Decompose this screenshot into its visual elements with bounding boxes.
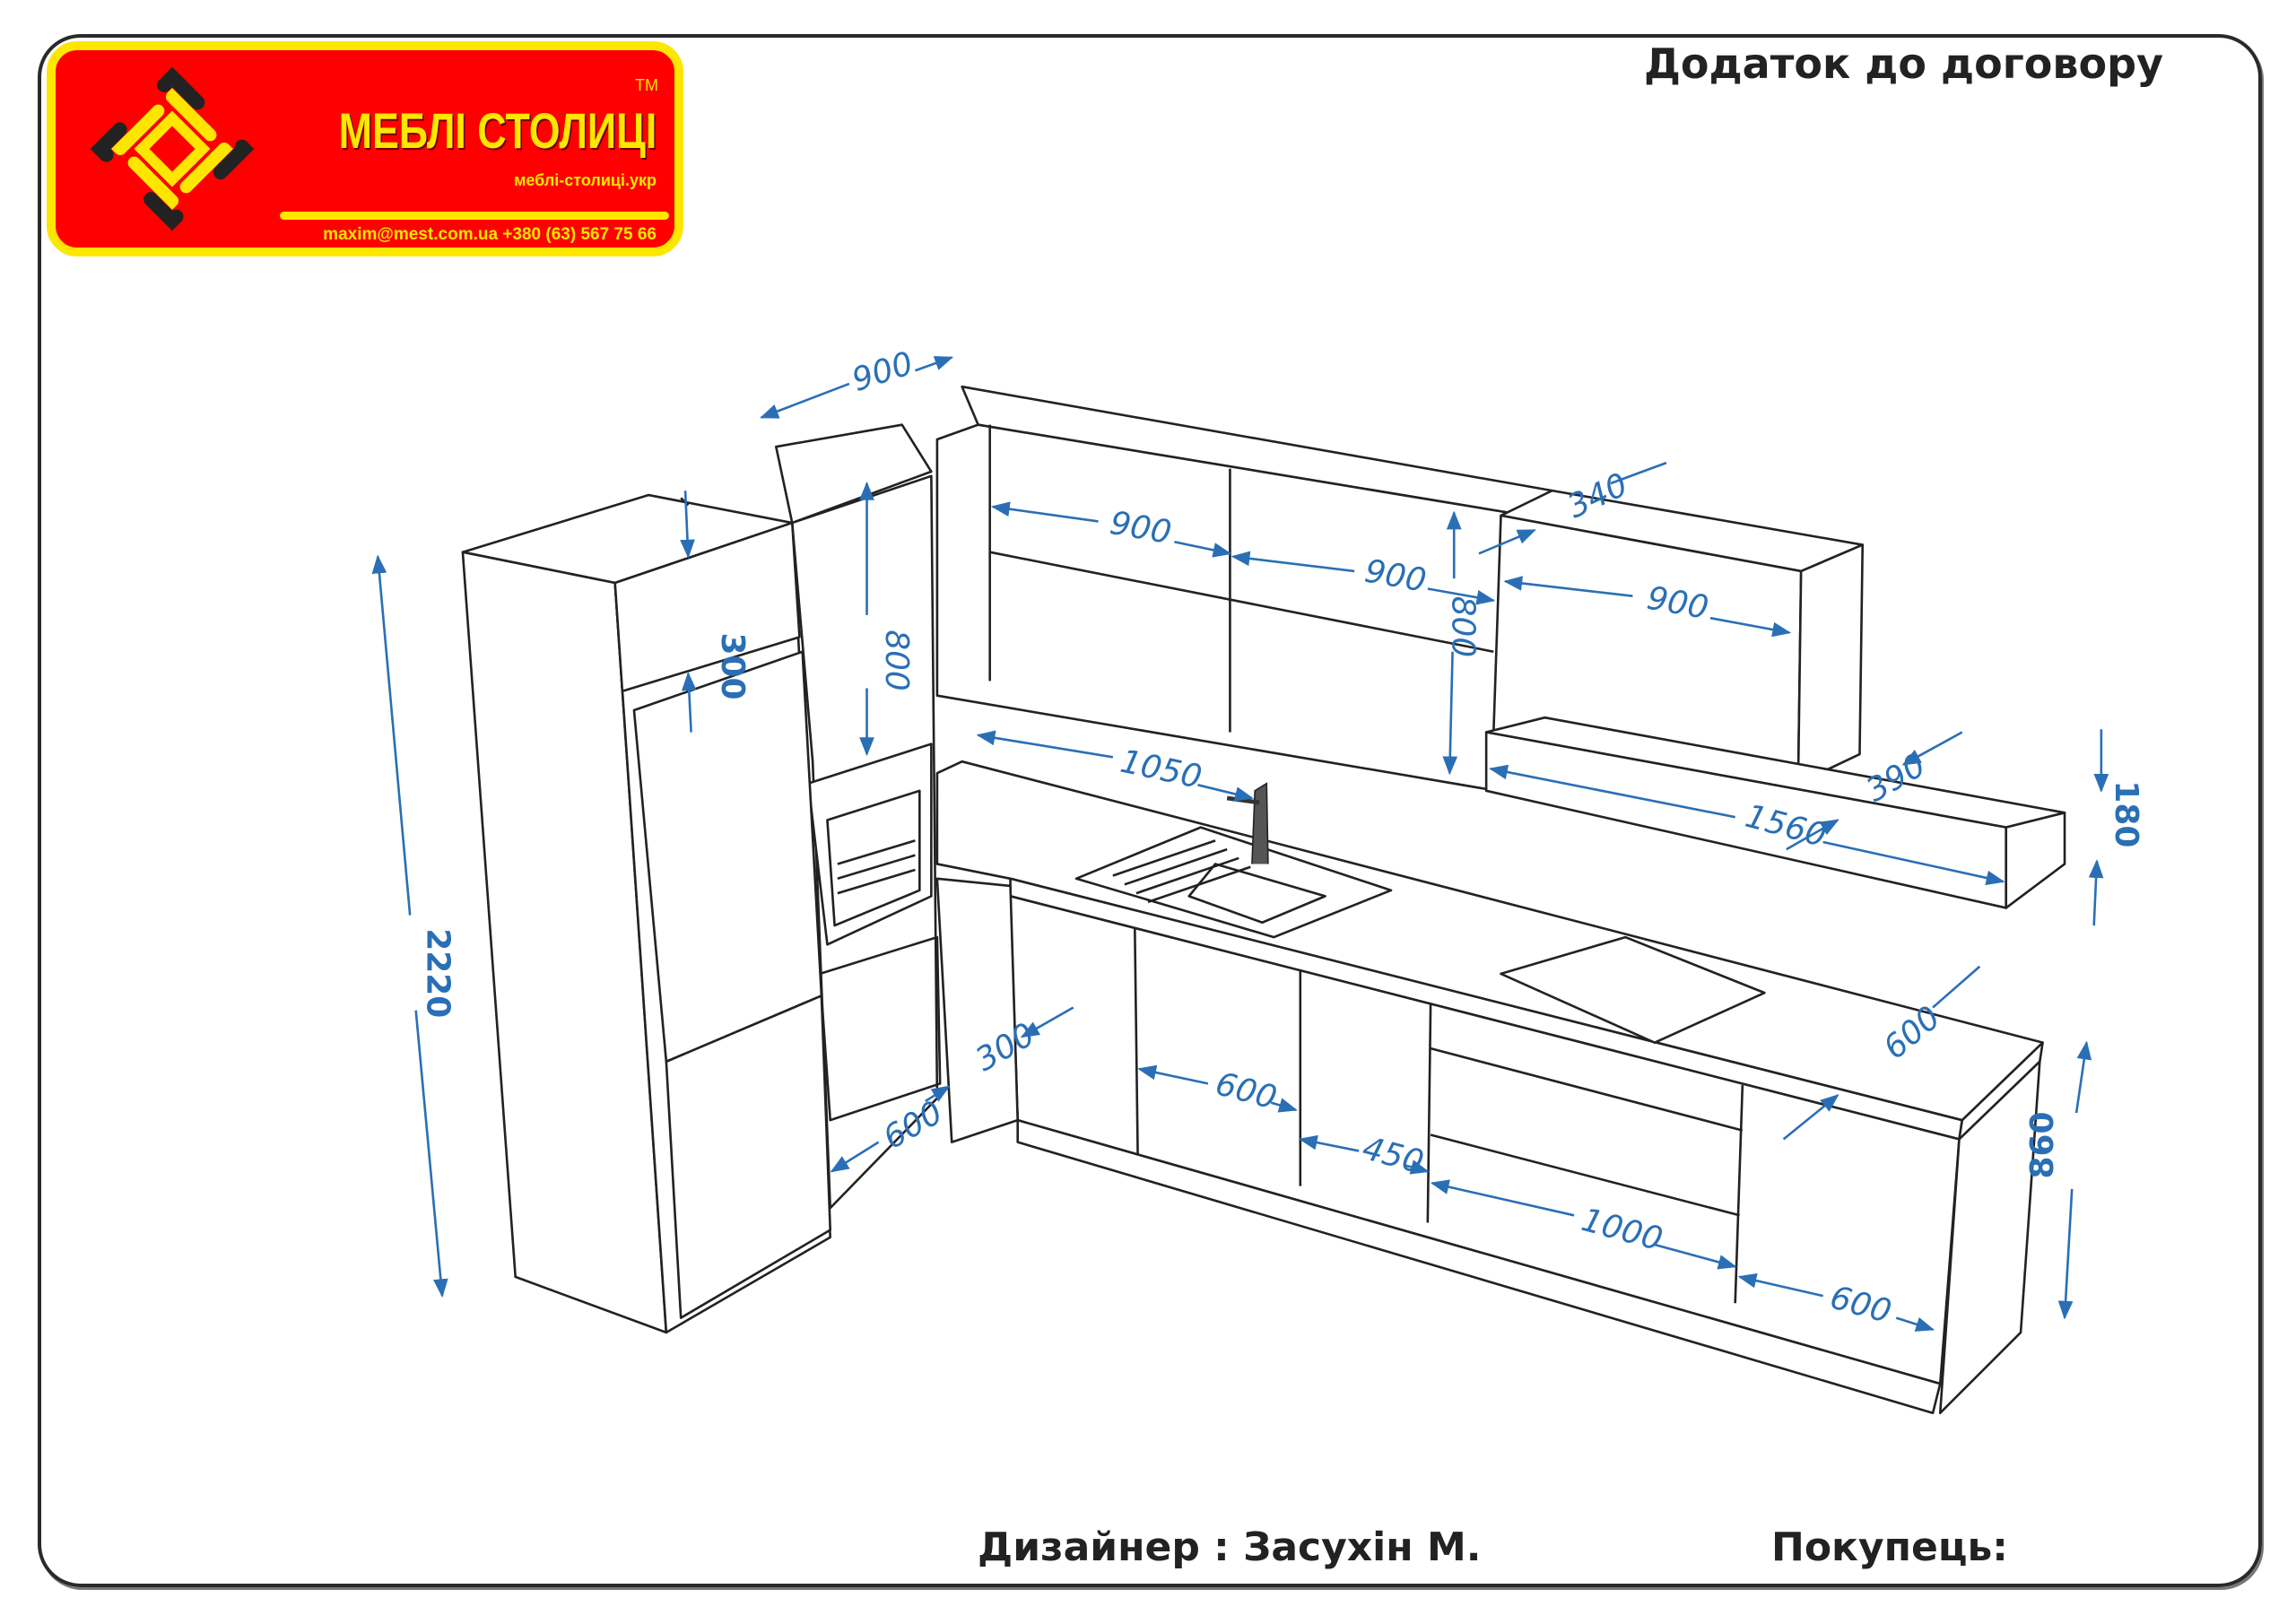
sink: [1074, 782, 1393, 939]
dim-tall-height: 2220: [420, 928, 457, 1018]
wall-shelf: [1484, 716, 2066, 909]
upper-cabinets: [935, 385, 1865, 793]
cabinet-above-fridge: [613, 521, 801, 693]
page-title: Додаток до договору: [1643, 39, 2163, 88]
dim-shelf-height: 180: [2108, 780, 2144, 847]
dim-tall-depth: 900: [848, 345, 918, 399]
dim-upper-height: 800: [1445, 596, 1482, 658]
oven: [806, 743, 933, 946]
fridge-upper-door: [632, 650, 823, 1064]
dim-above-fridge: 300: [714, 633, 751, 700]
dim-base-height: 860: [2024, 1112, 2061, 1179]
website: меблі-столиці.укр: [514, 171, 657, 189]
faucet-icon: [1251, 782, 1269, 864]
dim-oven-upper: 800: [878, 630, 915, 691]
tall-fridge-column: [461, 493, 832, 1334]
cooktop: [1500, 935, 1766, 1044]
diamond-logo-icon: [90, 66, 255, 231]
contact-info: maxim@mest.com.ua +380 (63) 567 75 66: [323, 225, 657, 244]
logo-divider: [280, 212, 669, 220]
dim-backsplash: 1050: [1118, 743, 1205, 796]
fridge-lower-door: [665, 994, 832, 1319]
company-logo: TM МЕБЛІ СТОЛИЦІ меблі-столиці.укр maxim…: [47, 41, 683, 256]
brand-name: МЕБЛІ СТОЛИЦІ: [338, 102, 657, 159]
buyer-label: Покупець:: [1771, 1524, 2008, 1570]
designer-label: Дизайнер : Засухін М.: [978, 1524, 1482, 1570]
trademark: TM: [635, 76, 658, 94]
drawing-frame: [38, 34, 2262, 1587]
oven-column: [775, 423, 942, 1210]
